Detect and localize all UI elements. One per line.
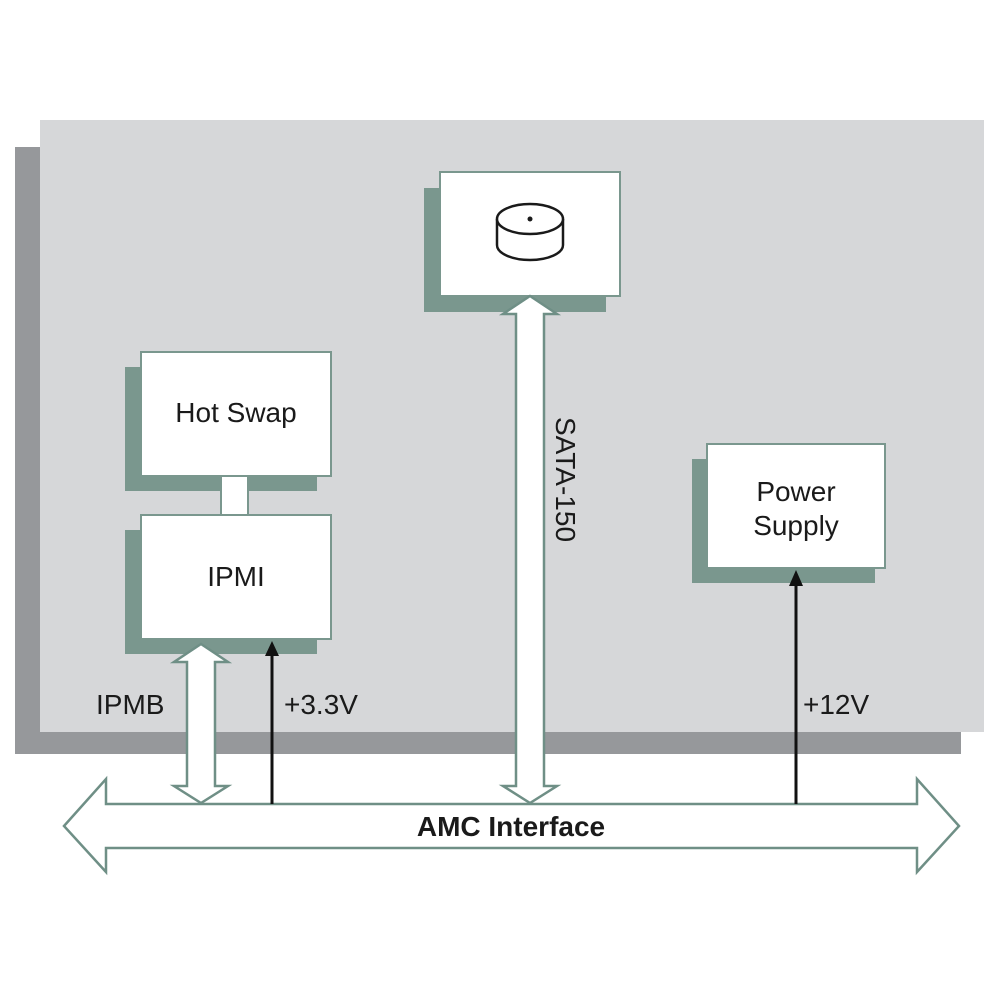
power-supply-block: Power Supply [692,443,886,583]
power-supply-label-line1: Power [756,476,835,507]
hot-swap-label: Hot Swap [175,397,296,428]
sata-arrow [498,294,562,805]
v12-label: +12V [803,689,869,720]
disk-drive-icon [495,202,565,262]
power-supply-label-line2: Supply [753,510,839,541]
storage-block [424,171,621,312]
sata-label: SATA-150 [550,417,581,542]
amc-interface-arrow: AMC Interface [62,775,961,876]
v12-power-line [789,570,803,804]
hot-swap-ipmi-connector [220,475,249,517]
ipmi-label: IPMI [207,561,265,592]
v33-label: +3.3V [284,689,358,720]
v33-arrowhead [265,641,279,656]
power-supply-block-box [706,443,886,569]
v12-arrowhead [789,570,803,586]
hot-swap-block: Hot Swap [125,351,332,491]
ipmi-block: IPMI [125,514,332,654]
v33-power-line [265,641,279,804]
ipmi-block-box [140,514,332,640]
amc-interface-label: AMC Interface [417,811,605,842]
hot-swap-block-box [140,351,332,477]
amc-interface-arrow-shape [62,775,961,876]
ipmb-label: IPMB [96,689,164,720]
ipmb-arrow [169,642,233,805]
